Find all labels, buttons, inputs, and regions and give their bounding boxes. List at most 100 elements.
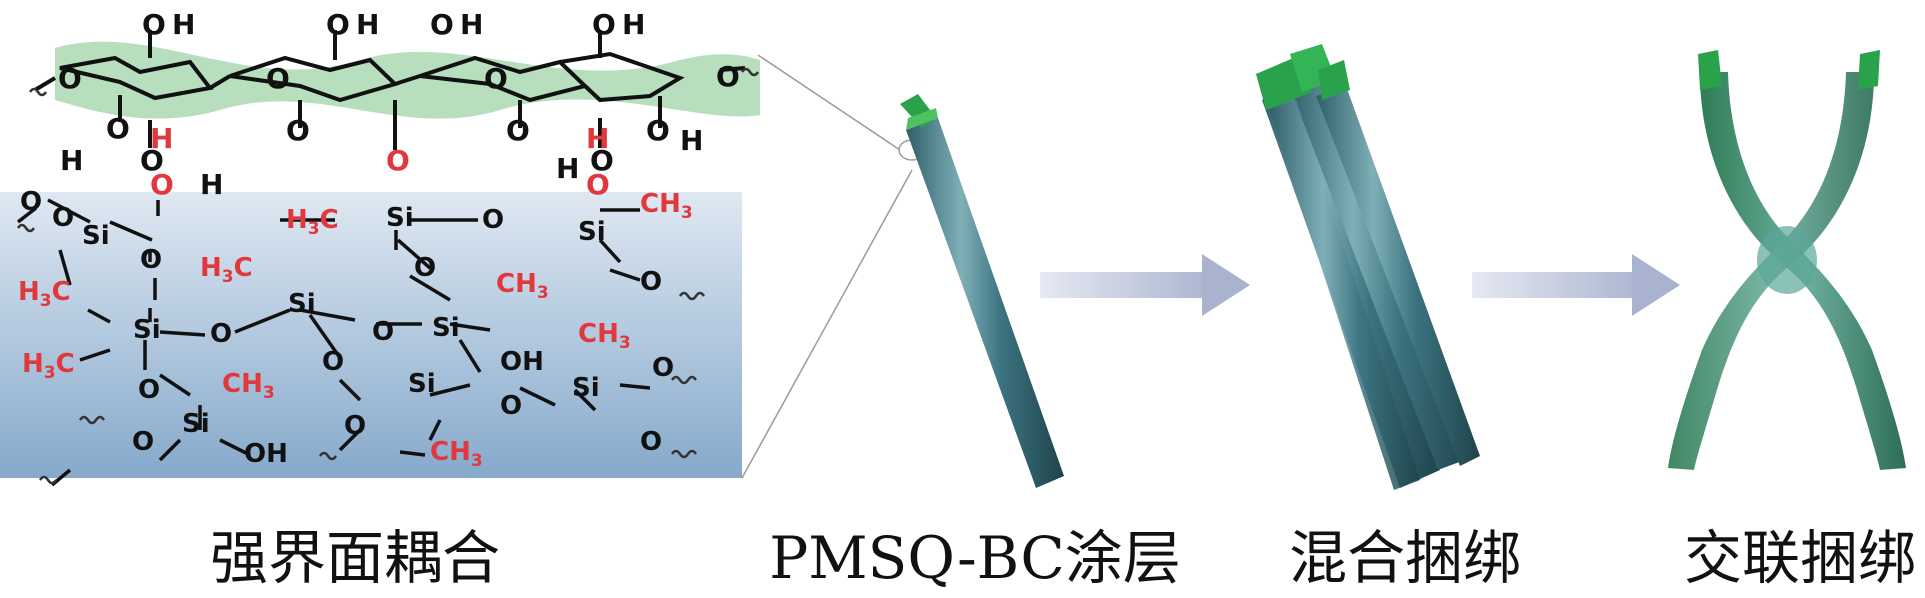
atom-si: Si bbox=[578, 217, 606, 247]
atom-o: O bbox=[716, 60, 740, 93]
atom-h: H bbox=[356, 8, 379, 41]
atom-h: H bbox=[200, 168, 223, 201]
crosslink-junction bbox=[1757, 226, 1817, 294]
arrow-right-icon bbox=[1040, 254, 1250, 316]
cross-tip-icon bbox=[1698, 50, 1722, 90]
svg-text:CH3: CH3 bbox=[640, 189, 693, 223]
caption-interface-coupling: 强界面耦合 bbox=[209, 524, 501, 592]
caption-crosslinked-bundling: 交联捆绑 bbox=[1683, 524, 1917, 592]
atom-o: O bbox=[140, 245, 162, 275]
bundle-rod bbox=[1316, 86, 1480, 466]
chain-continuation bbox=[16, 67, 760, 485]
siloxane-atoms: O Si O Si O Si O Si OH Si O Si O O O Si … bbox=[20, 187, 674, 469]
mixed-bundle bbox=[1256, 44, 1480, 490]
siloxane-bonds bbox=[16, 198, 651, 487]
atom-o: O bbox=[500, 391, 522, 421]
atom-si: Si bbox=[288, 289, 316, 319]
methyl-label: CH3 bbox=[578, 319, 631, 353]
atom-o: O bbox=[322, 347, 344, 377]
atom-h: H bbox=[586, 122, 609, 155]
atom-o: O bbox=[482, 205, 504, 235]
interfacial-bonds: H O O H O bbox=[150, 122, 610, 201]
interface-panel: O H O H O H O H O O O O O H O O H O H O … bbox=[0, 8, 760, 487]
methyl-label: CH3 bbox=[222, 369, 275, 403]
methyl-label: CH3 bbox=[430, 437, 483, 471]
atom-o: O bbox=[414, 253, 436, 283]
svg-text:H3C: H3C bbox=[200, 253, 253, 287]
atom-o: O bbox=[138, 375, 160, 405]
methyl-label: H3C bbox=[286, 205, 339, 239]
svg-text:CH3: CH3 bbox=[578, 319, 631, 353]
methyl-label: H3C bbox=[18, 277, 71, 311]
atom-o: O bbox=[142, 8, 166, 41]
methyl-label: H3C bbox=[200, 253, 253, 287]
atom-o: O bbox=[640, 427, 662, 457]
cellulose-atoms: O H O H O H O H O O O O O H O O H O H O … bbox=[58, 8, 740, 201]
atom-o: O bbox=[430, 8, 454, 41]
atom-o: O bbox=[106, 112, 130, 145]
atom-o: O bbox=[386, 144, 410, 177]
atom-h: H bbox=[172, 8, 195, 41]
svg-text:CH3: CH3 bbox=[222, 369, 275, 403]
methyl-groups: H3C H3C H3C H3C CH3 CH3 CH3 CH3 bbox=[18, 189, 693, 471]
fiber-rod bbox=[906, 118, 1064, 488]
atom-o: O bbox=[132, 427, 154, 457]
atom-h: H bbox=[150, 122, 173, 155]
zoom-guides bbox=[741, 54, 926, 479]
atom-oh: OH bbox=[244, 439, 288, 469]
atom-h: H bbox=[60, 144, 83, 177]
atom-si: Si bbox=[386, 203, 414, 233]
atom-o: O bbox=[210, 319, 232, 349]
atom-o: O bbox=[140, 144, 164, 177]
atom-o: O bbox=[586, 168, 610, 201]
atom-si: Si bbox=[432, 313, 460, 343]
bundle-rod bbox=[1270, 100, 1420, 490]
atom-o: O bbox=[326, 8, 350, 41]
atom-o: O bbox=[286, 114, 310, 147]
bundle-tip-icon bbox=[1318, 60, 1350, 100]
cross-tip-icon bbox=[1858, 50, 1880, 90]
atom-o: O bbox=[640, 267, 662, 297]
atom-o: O bbox=[652, 353, 674, 383]
svg-text:H3C: H3C bbox=[286, 205, 339, 239]
atom-o: O bbox=[58, 62, 82, 95]
atom-si: Si bbox=[182, 409, 210, 439]
atom-o: O bbox=[592, 8, 616, 41]
atom-o: O bbox=[372, 317, 394, 347]
atom-h: H bbox=[680, 124, 703, 157]
methyl-label: CH3 bbox=[640, 189, 693, 223]
crosslinked-bundle bbox=[1668, 50, 1906, 470]
atom-o: O bbox=[646, 114, 670, 147]
atom-o: O bbox=[150, 168, 174, 201]
cellulose-backbone bbox=[33, 30, 746, 150]
svg-text:H3C: H3C bbox=[18, 277, 71, 311]
arrow-right-icon bbox=[1472, 254, 1680, 316]
svg-text:H3C: H3C bbox=[22, 349, 75, 383]
atom-o: O bbox=[590, 144, 614, 177]
atom-si: Si bbox=[82, 221, 110, 251]
atom-si: Si bbox=[408, 369, 436, 399]
atom-o: O bbox=[344, 411, 366, 441]
coated-fiber bbox=[900, 94, 1064, 488]
atom-o: O bbox=[20, 187, 42, 217]
caption-pmsq-bc-coating: PMSQ-BC涂层 bbox=[769, 524, 1181, 592]
caption-mixed-bundling: 混合捆绑 bbox=[1288, 524, 1522, 592]
methyl-label: H3C bbox=[22, 349, 75, 383]
atom-si: Si bbox=[572, 373, 600, 403]
siloxane-background bbox=[0, 192, 742, 478]
atom-o: O bbox=[506, 114, 530, 147]
methyl-label: CH3 bbox=[496, 269, 549, 303]
atom-si: Si bbox=[133, 315, 161, 345]
atom-oh: OH bbox=[500, 347, 544, 377]
atom-o: O bbox=[266, 62, 290, 95]
svg-text:CH3: CH3 bbox=[430, 437, 483, 471]
fiber-tip-face bbox=[906, 108, 938, 130]
svg-text:CH3: CH3 bbox=[496, 269, 549, 303]
atom-h: H bbox=[556, 152, 579, 185]
atom-h: H bbox=[622, 8, 645, 41]
atom-o: O bbox=[484, 62, 508, 95]
atom-h: H bbox=[460, 8, 483, 41]
atom-o: O bbox=[52, 203, 74, 233]
